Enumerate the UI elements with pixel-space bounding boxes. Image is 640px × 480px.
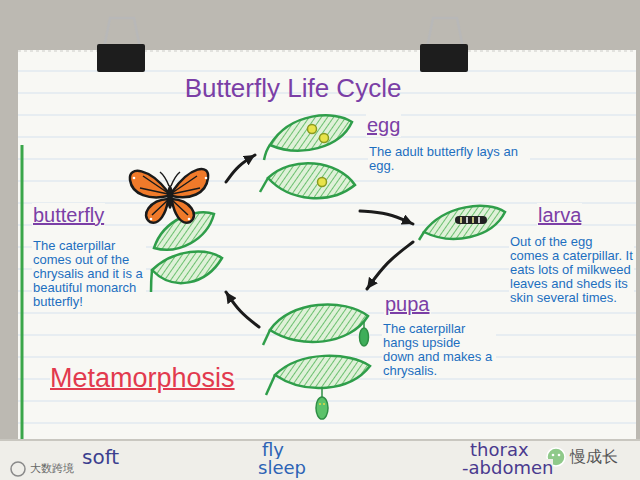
binder-clip bbox=[97, 44, 145, 72]
leaf-stem bbox=[263, 330, 270, 345]
stage-heading: egg bbox=[366, 113, 401, 137]
chart-title: Butterfly Life Cycle bbox=[185, 73, 402, 103]
leaf-drawing bbox=[152, 252, 222, 283]
vocabulary-word: fly bbox=[262, 441, 284, 459]
watermark: 大数跨境 bbox=[30, 462, 74, 476]
chrysalis-thread bbox=[321, 387, 323, 397]
leaf-stem bbox=[151, 270, 152, 292]
egg-dot bbox=[320, 134, 329, 143]
monarch-spot bbox=[205, 177, 208, 180]
caterpillar-stripe bbox=[472, 217, 474, 223]
leaf-drawing bbox=[424, 206, 505, 239]
stage-node: pupaThe caterpillar hangs upside down an… bbox=[259, 289, 499, 430]
stage-description: The caterpillar hangs upside down and ma… bbox=[382, 322, 496, 378]
vocabulary-word: sleep bbox=[258, 459, 306, 477]
monarch-spot bbox=[188, 218, 191, 221]
leaf-drawing bbox=[268, 163, 355, 198]
leaf-stem bbox=[264, 145, 270, 160]
cycle-arrow bbox=[226, 155, 255, 182]
cycle-arrow bbox=[360, 211, 413, 224]
leaf-drawing bbox=[270, 115, 352, 150]
vocabulary-word: -abdomen bbox=[462, 459, 553, 477]
stage-node: butterflyThe caterpillar comes out of th… bbox=[25, 152, 226, 312]
stage-heading: pupa bbox=[384, 292, 431, 316]
monarch-spot bbox=[133, 177, 136, 180]
chrysalis-dot bbox=[319, 403, 321, 405]
binder-clip bbox=[420, 44, 468, 72]
chart-subtitle: Metamorphosis bbox=[50, 362, 235, 394]
stage-node: larvaOut of the egg comes a caterpillar.… bbox=[413, 197, 637, 308]
monarch-body bbox=[167, 185, 173, 209]
leaf-drawing bbox=[275, 356, 370, 388]
stage-description: Out of the egg comes a caterpillar. It e… bbox=[509, 235, 634, 305]
chrysalis-thread bbox=[363, 322, 365, 328]
stage-heading: butterfly bbox=[32, 203, 105, 227]
caterpillar-drawing bbox=[455, 216, 487, 224]
leaf-stem bbox=[266, 375, 275, 395]
binder-clip-handle bbox=[104, 18, 140, 48]
leaf-stem bbox=[419, 232, 424, 240]
caterpillar-stripe bbox=[478, 217, 480, 223]
binder-clip-handle bbox=[427, 18, 463, 48]
margin-line bbox=[21, 145, 24, 440]
watermark-logo bbox=[11, 462, 25, 476]
egg-dot bbox=[318, 178, 327, 187]
chrysalis-drawing bbox=[360, 328, 369, 346]
monarch-spot bbox=[150, 218, 153, 221]
chrysalis-dot bbox=[323, 403, 325, 405]
monarch-antenna bbox=[160, 172, 180, 186]
watermark-icon-dot bbox=[558, 454, 561, 457]
stage-node: eggThe adult butterfly lays an egg. bbox=[255, 105, 533, 211]
egg-dot bbox=[308, 125, 317, 134]
monarch-vein bbox=[140, 176, 200, 215]
watermark-icon-dot bbox=[552, 454, 555, 457]
vocabulary-word: thorax bbox=[470, 441, 529, 459]
chart-paper bbox=[18, 50, 636, 440]
lower-paper bbox=[0, 440, 640, 480]
stage-description: The caterpillar comes out of the chrysal… bbox=[32, 239, 146, 309]
watermark: 慢成长 bbox=[570, 448, 618, 466]
cycle-arrow bbox=[226, 292, 259, 327]
stage-heading: larva bbox=[537, 203, 582, 227]
stage-description: The adult butterfly lays an egg. bbox=[368, 145, 530, 173]
caterpillar-stripe bbox=[460, 217, 462, 223]
vocabulary-word: soft bbox=[82, 446, 119, 468]
monarch-drawing bbox=[130, 169, 208, 223]
cycle-arrow bbox=[367, 242, 413, 289]
leaf-drawing bbox=[270, 304, 368, 342]
caterpillar-body bbox=[455, 216, 487, 224]
caterpillar-stripe bbox=[466, 217, 468, 223]
chrysalis-drawing bbox=[316, 397, 328, 419]
paper-edge bbox=[0, 439, 640, 441]
leaf-stem bbox=[260, 178, 268, 192]
